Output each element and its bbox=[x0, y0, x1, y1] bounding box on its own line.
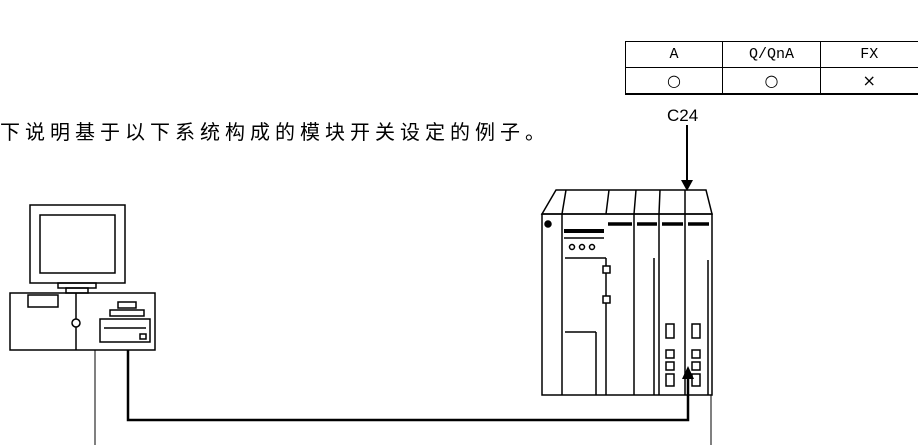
c24-label: C24 bbox=[667, 106, 698, 125]
header-fx: FX bbox=[820, 41, 918, 68]
table-header-row: A Q/QnA FX bbox=[625, 41, 918, 68]
monitor bbox=[29, 204, 126, 284]
intro-text: 下说明基于以下系统构成的模块开关设定的例子。 bbox=[0, 120, 550, 144]
cell-a-support: ○ bbox=[625, 67, 723, 95]
monitor-screen bbox=[39, 214, 116, 274]
header-a: A bbox=[625, 41, 723, 68]
c24-arrow bbox=[681, 125, 693, 191]
personal-computer-icon bbox=[9, 204, 156, 351]
connection-cable bbox=[126, 350, 694, 422]
plc-rack-icon bbox=[540, 189, 713, 396]
compatibility-table: A Q/QnA FX ○ ○ × bbox=[625, 41, 918, 95]
pc-base-unit bbox=[9, 292, 156, 351]
cell-fx-support: × bbox=[820, 67, 918, 95]
table-row: ○ ○ × bbox=[625, 67, 918, 95]
